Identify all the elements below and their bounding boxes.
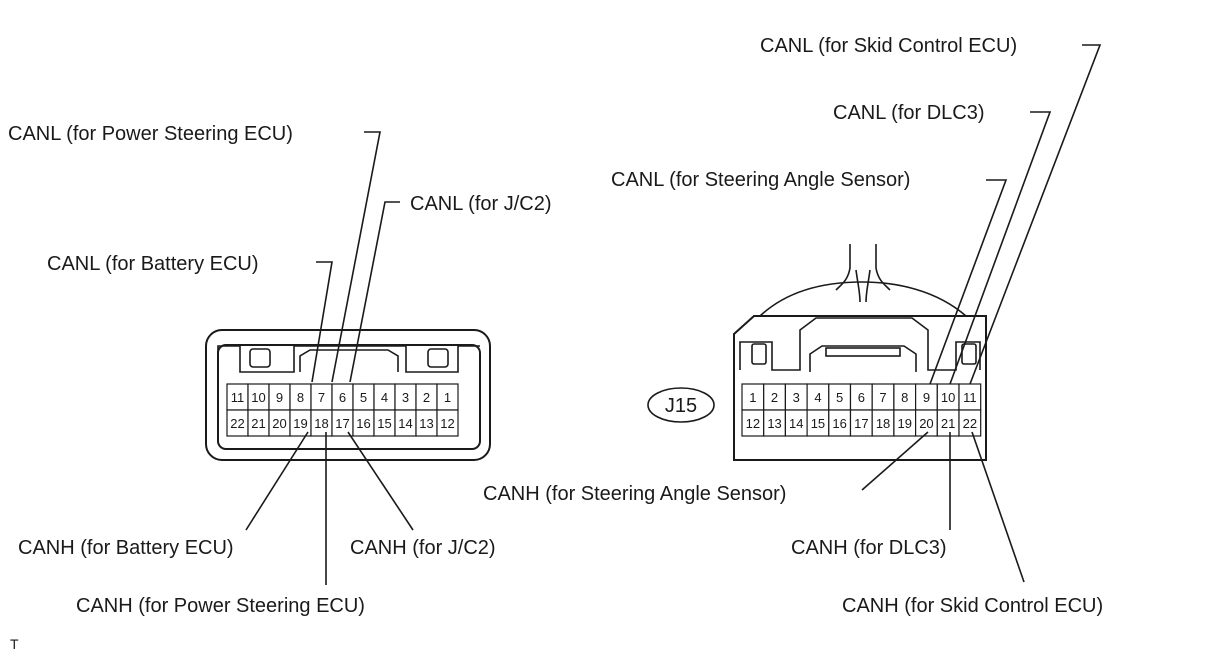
wire-1 — [835, 244, 851, 291]
label-canl-jc2: CANL (for J/C2) — [410, 193, 552, 215]
right-pin-number-8: 8 — [901, 390, 908, 405]
left-pin-number-4: 4 — [381, 390, 388, 405]
right-pin-cell-22 — [958, 409, 982, 437]
left-pin-number-3: 3 — [402, 390, 409, 405]
leader-canh-skid — [971, 431, 1025, 583]
leader-canl-dlc3 — [949, 111, 1052, 385]
right-pin-number-19: 19 — [898, 416, 912, 431]
wire-harness-outline — [759, 281, 967, 317]
left-pin-number-11: 11 — [231, 390, 245, 405]
left-pin-number-19: 19 — [293, 416, 307, 431]
leader-canl-steering-angle — [929, 179, 1008, 385]
right-connector-lock-slot — [825, 347, 901, 357]
label-canh-dlc3: CANH (for DLC3) — [791, 537, 947, 559]
right-pin-number-15: 15 — [811, 416, 825, 431]
left-pin-number-7: 7 — [318, 390, 325, 405]
left-pin-cell-12 — [436, 409, 459, 437]
left-pin-number-22: 22 — [230, 416, 244, 431]
right-pin-number-7: 7 — [879, 390, 886, 405]
left-pin-number-2: 2 — [423, 390, 430, 405]
left-pin-number-13: 13 — [419, 416, 433, 431]
label-canh-jc2: CANH (for J/C2) — [350, 537, 496, 559]
left-pin-number-20: 20 — [272, 416, 286, 431]
connector-id-label: J15 — [665, 395, 697, 417]
left-pin-number-14: 14 — [398, 416, 412, 431]
leader-canl-skid — [969, 44, 1102, 385]
left-pin-number-16: 16 — [356, 416, 370, 431]
right-pin-number-22: 22 — [963, 416, 977, 431]
right-pin-number-13: 13 — [767, 416, 781, 431]
left-pin-number-10: 10 — [251, 390, 265, 405]
left-pin-number-18: 18 — [314, 416, 328, 431]
label-canh-steering-angle: CANH (for Steering Angle Sensor) — [483, 483, 786, 505]
left-pin-number-17: 17 — [335, 416, 349, 431]
right-pin-number-2: 2 — [771, 390, 778, 405]
leader-canh-steering-angle — [861, 431, 929, 491]
left-leader-lines — [245, 131, 414, 585]
left-connector-key-right — [427, 348, 449, 368]
right-pin-number-11: 11 — [963, 390, 977, 405]
right-pin-number-16: 16 — [832, 416, 846, 431]
right-connector-latch-outline — [739, 317, 981, 371]
right-pin-number-18: 18 — [876, 416, 890, 431]
leader-canh-jc2 — [347, 431, 414, 531]
corner-mark: T — [10, 636, 19, 652]
left-pin-number-8: 8 — [297, 390, 304, 405]
right-pin-number-10: 10 — [941, 390, 955, 405]
left-pin-number-5: 5 — [360, 390, 367, 405]
right-pin-number-17: 17 — [854, 416, 868, 431]
wire-3 — [855, 269, 861, 303]
left-pin-number-15: 15 — [377, 416, 391, 431]
right-pin-number-4: 4 — [814, 390, 821, 405]
left-pin-number-21: 21 — [251, 416, 265, 431]
label-canl-dlc3: CANL (for DLC3) — [833, 102, 985, 124]
right-pin-number-3: 3 — [793, 390, 800, 405]
left-pin-number-12: 12 — [440, 416, 454, 431]
leader-canl-jc2 — [349, 201, 400, 383]
label-canl-battery: CANL (for Battery ECU) — [47, 253, 259, 275]
left-connector-latch-outline — [217, 345, 480, 373]
left-pin-number-9: 9 — [276, 390, 283, 405]
right-pin-number-5: 5 — [836, 390, 843, 405]
wire-2 — [875, 244, 891, 291]
leader-canh-battery — [245, 431, 309, 531]
left-connector-lock — [299, 349, 399, 372]
right-connector-lock — [809, 345, 917, 372]
label-canl-steering-angle: CANL (for Steering Angle Sensor) — [611, 169, 910, 191]
left-pin-number-6: 6 — [339, 390, 346, 405]
right-pin-number-20: 20 — [919, 416, 933, 431]
left-connector-key-left — [249, 348, 271, 368]
label-canh-skid: CANH (for Skid Control ECU) — [842, 595, 1103, 617]
left-pin-number-1: 1 — [444, 390, 451, 405]
label-canh-power-steering: CANH (for Power Steering ECU) — [76, 595, 365, 617]
right-connector-key-left — [751, 343, 767, 365]
right-pin-number-6: 6 — [858, 390, 865, 405]
leader-canl-power-steering — [331, 131, 381, 383]
label-canl-skid: CANL (for Skid Control ECU) — [760, 35, 1017, 57]
leader-canl-battery — [311, 261, 333, 383]
connector-id-badge — [647, 387, 715, 423]
right-pin-number-12: 12 — [746, 416, 760, 431]
right-pin-number-1: 1 — [749, 390, 756, 405]
right-connector-key-right — [961, 343, 977, 365]
right-pin-number-9: 9 — [923, 390, 930, 405]
right-pin-number-14: 14 — [789, 416, 803, 431]
label-canl-power-steering: CANL (for Power Steering ECU) — [8, 123, 293, 145]
label-canh-battery: CANH (for Battery ECU) — [18, 537, 234, 559]
right-pin-number-21: 21 — [941, 416, 955, 431]
wire-4 — [865, 269, 871, 303]
right-leader-lines — [861, 44, 1102, 583]
